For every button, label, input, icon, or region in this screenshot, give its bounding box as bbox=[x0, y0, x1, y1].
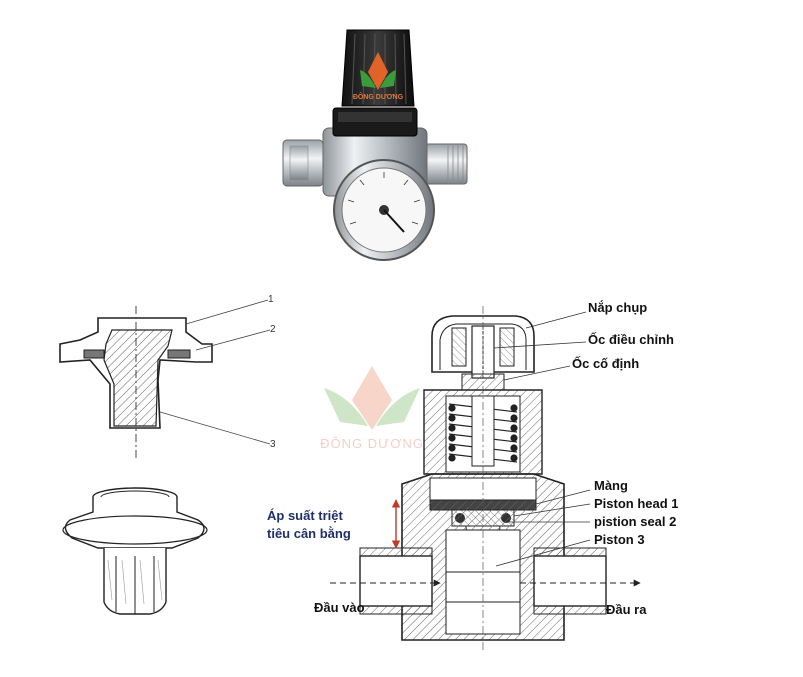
part-number-2: 2 bbox=[270, 324, 276, 335]
label-cap: Nắp chụp bbox=[588, 300, 647, 315]
label-piston-head: Piston head 1 bbox=[594, 496, 679, 511]
label-balance-line1: Áp suất triệt bbox=[267, 508, 344, 523]
pressure-gauge-icon bbox=[333, 159, 435, 261]
label-outlet: Đầu ra bbox=[606, 602, 647, 617]
part-number-3: 3 bbox=[270, 439, 276, 450]
label-piston-seal: pistion seal 2 bbox=[594, 514, 676, 529]
label-balance-line2: tiêu cân bằng bbox=[267, 526, 351, 541]
product-photo: ĐÔNG DƯƠNG bbox=[282, 29, 468, 261]
brand-logo-icon bbox=[360, 52, 396, 90]
regulator-cross-section bbox=[330, 306, 641, 650]
cross-section-diagram: 1 2 3 bbox=[59, 294, 276, 460]
nozzle-3d-drawing bbox=[62, 487, 208, 615]
watermark: ĐÔNG DƯƠNG bbox=[320, 366, 424, 451]
label-adjust-screw: Ốc điều chỉnh bbox=[588, 332, 674, 347]
label-membrane: Màng bbox=[594, 478, 628, 493]
brand-text: ĐÔNG DƯƠNG bbox=[353, 92, 404, 101]
label-fixed-nut: Ốc cố định bbox=[572, 356, 639, 371]
part-number-1: 1 bbox=[268, 294, 274, 305]
label-inlet: Đầu vào bbox=[314, 600, 365, 615]
watermark-text: ĐÔNG DƯƠNG bbox=[320, 436, 424, 451]
leader-lines bbox=[493, 311, 591, 567]
label-piston: Piston 3 bbox=[594, 532, 645, 547]
leaf-logo-icon bbox=[324, 366, 420, 430]
